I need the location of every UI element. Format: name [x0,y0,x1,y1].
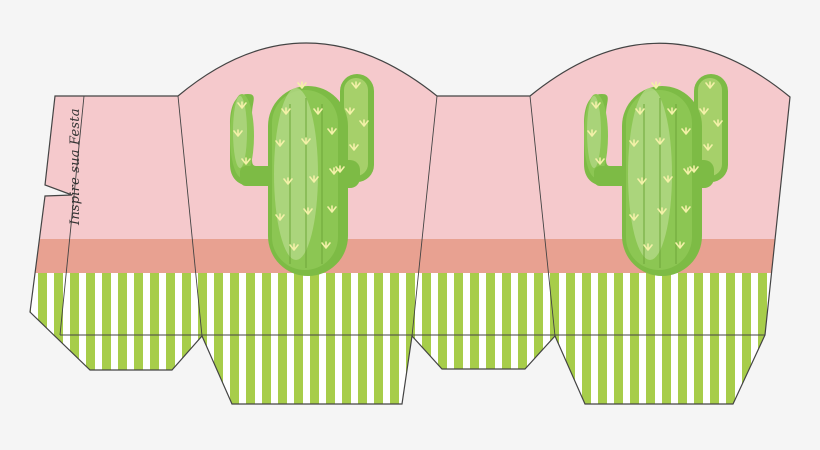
cut-lines [29,42,791,405]
fold-lines [59,95,765,337]
green-stripes [30,273,790,404]
brand-text: Inspire sua Festa [68,108,83,225]
